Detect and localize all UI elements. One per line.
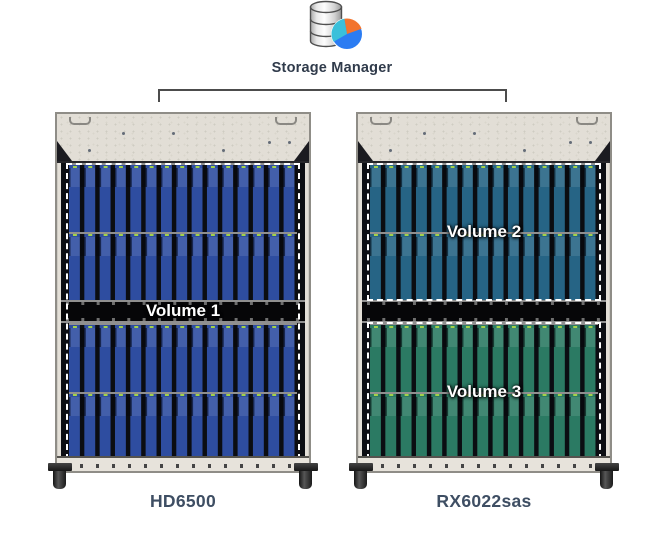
bottom-rail: [57, 456, 309, 471]
rack-foot-left: [349, 463, 373, 489]
storage-manager-icon: [309, 0, 363, 50]
storage-manager-label: Storage Manager: [271, 60, 393, 76]
handle-notch: [275, 117, 297, 125]
volume-2-label: Volume 2: [446, 222, 522, 241]
handle-notch: [69, 117, 91, 125]
drive-row: [370, 323, 598, 392]
drive-bay: Volume 2 Volume 3: [362, 163, 606, 460]
panel-corner-shade: [57, 141, 72, 161]
drive-row: [69, 391, 297, 460]
panel-screws: [423, 132, 426, 135]
drive-row: [69, 323, 297, 392]
drive-row: [370, 391, 598, 460]
rack-top-panel: [358, 114, 610, 163]
handle-notch: [370, 117, 392, 125]
drive-bay: Volume 1: [61, 163, 305, 460]
drive-row: [69, 231, 297, 300]
panel-screws: [122, 132, 125, 135]
divider-band: [362, 300, 606, 323]
rack-foot-left: [48, 463, 72, 489]
handle-notch: [576, 117, 598, 125]
rack-foot-right: [595, 463, 619, 489]
drive-row: [370, 231, 598, 300]
panel-corner-shade: [595, 141, 610, 161]
panel-corner-shade: [294, 141, 309, 161]
divider-band: [61, 300, 305, 323]
rack-foot-right: [294, 463, 318, 489]
volume-1-label: Volume 1: [145, 301, 221, 320]
drive-row: [370, 163, 598, 232]
rack-top-panel: [57, 114, 309, 163]
rack-rx6022sas: Volume 2 Volume 3 RX6022sas: [349, 112, 619, 511]
bottom-rail: [358, 456, 610, 471]
rack-name-rx6022sas: RX6022sas: [436, 491, 532, 511]
pie-chart-icon: [331, 18, 363, 50]
drive-row: [69, 163, 297, 232]
connector-bracket: [158, 89, 507, 104]
panel-corner-shade: [358, 141, 373, 161]
rack-hd6500: Volume 1 HD6500: [48, 112, 318, 511]
rack-name-hd6500: HD6500: [149, 491, 216, 511]
volume-3-label: Volume 3: [446, 382, 522, 401]
